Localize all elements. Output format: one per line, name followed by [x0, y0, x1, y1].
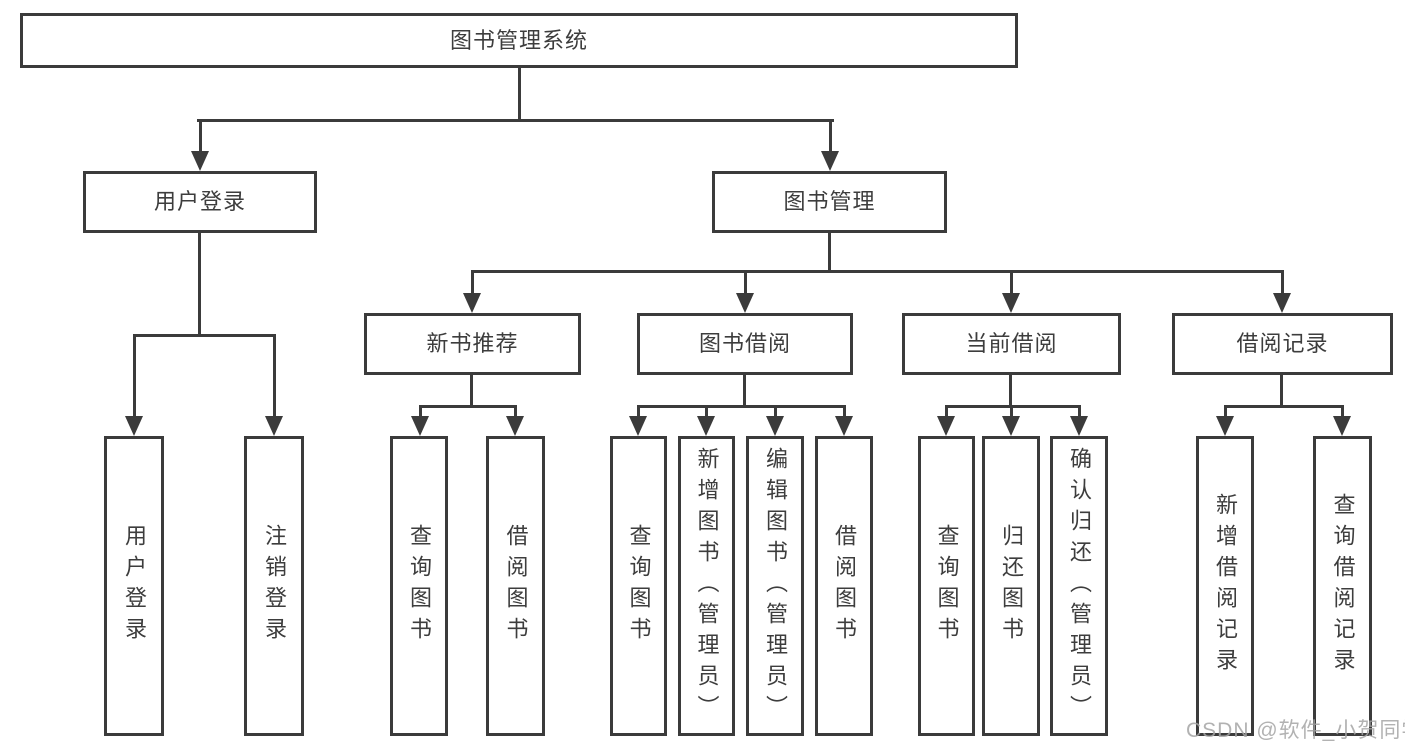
connector-bar-line [946, 405, 1080, 408]
connector-stem-line [1223, 405, 1227, 418]
node-root: 图书管理系统 [20, 13, 1018, 68]
connector-bar-line [419, 405, 517, 408]
connector-stem-line [1340, 405, 1344, 418]
node-user-login-branch-label: 用户登录 [153, 189, 246, 214]
node-book-management-branch-label: 图书管理 [783, 189, 876, 214]
leaf-return-books-label: 归还图书 [999, 524, 1024, 648]
connector-stem-line [470, 270, 474, 295]
arrowhead-down-icon [1002, 293, 1020, 313]
arrowhead-down-icon [821, 151, 839, 171]
arrowhead-down-icon [1002, 416, 1020, 436]
connector-stem-line [513, 405, 517, 418]
arrowhead-down-icon [1273, 293, 1291, 313]
leaf-query-books-2-label: 查询图书 [626, 524, 652, 648]
leaf-borrow-books-2: 借阅图书 [815, 436, 873, 736]
leaf-edit-books-admin-label: 编辑图书（管理员） [763, 446, 788, 726]
connector-drop-line [1279, 375, 1283, 408]
leaf-add-books-admin: 新增图书（管理员） [678, 436, 735, 736]
leaf-edit-books-admin: 编辑图书（管理员） [746, 436, 804, 736]
connector-stem-line [636, 405, 640, 418]
leaf-user-login: 用户登录 [104, 436, 164, 736]
connector-stem-line [418, 405, 422, 418]
connector-stem-line [944, 405, 948, 418]
connector-drop-line [517, 68, 521, 121]
node-book-borrow: 图书借阅 [637, 313, 853, 375]
connector-stem-line [272, 334, 276, 418]
leaf-borrow-books-2-label: 借阅图书 [832, 524, 857, 648]
connector-bar-line [197, 119, 834, 122]
connector-bar-line [1225, 405, 1343, 408]
node-current-borrow: 当前借阅 [902, 313, 1121, 375]
connector-drop-line [827, 233, 831, 273]
leaf-add-borrow-record-label: 新增借阅记录 [1213, 493, 1238, 679]
connector-stem-line [743, 270, 747, 295]
arrowhead-down-icon [835, 416, 853, 436]
connector-stem-line [1009, 270, 1013, 295]
leaf-query-books-1: 查询图书 [390, 436, 448, 736]
arrowhead-down-icon [463, 293, 481, 313]
arrowhead-down-icon [1216, 416, 1234, 436]
leaf-add-books-admin-label: 新增图书（管理员） [694, 446, 720, 726]
leaf-logout-label: 注销登录 [262, 524, 287, 648]
node-new-book-recommend: 新书推荐 [364, 313, 581, 375]
connector-drop-line [742, 375, 746, 408]
arrowhead-down-icon [265, 416, 283, 436]
arrowhead-down-icon [191, 151, 209, 171]
connector-drop-line [197, 233, 201, 337]
csdn-watermark: CSDN @软件_小贺同学 [1186, 719, 1405, 742]
node-user-login-branch: 用户登录 [83, 171, 317, 233]
leaf-confirm-return-admin: 确认归还（管理员） [1050, 436, 1108, 736]
arrowhead-down-icon [1070, 416, 1088, 436]
connector-stem-line [1077, 405, 1081, 418]
connector-stem-line [828, 119, 832, 153]
arrowhead-down-icon [697, 416, 715, 436]
leaf-user-login-label: 用户登录 [122, 524, 147, 648]
node-book-management-branch: 图书管理 [712, 171, 947, 233]
arrowhead-down-icon [125, 416, 143, 436]
arrowhead-down-icon [506, 416, 524, 436]
node-borrow-records: 借阅记录 [1172, 313, 1393, 375]
connector-stem-line [773, 405, 777, 418]
leaf-borrow-books-1-label: 借阅图书 [503, 524, 529, 648]
connector-stem-line [198, 119, 202, 153]
node-borrow-records-label: 借阅记录 [1236, 331, 1329, 356]
connector-bar-line [638, 405, 845, 408]
leaf-query-books-3: 查询图书 [918, 436, 975, 736]
arrowhead-down-icon [1333, 416, 1351, 436]
leaf-query-borrow-record-label: 查询借阅记录 [1330, 493, 1356, 679]
leaf-query-books-1-label: 查询图书 [407, 524, 432, 648]
leaf-add-borrow-record: 新增借阅记录 [1196, 436, 1254, 736]
connector-drop-line [1008, 375, 1012, 408]
arrowhead-down-icon [736, 293, 754, 313]
arrowhead-down-icon [411, 416, 429, 436]
leaf-return-books: 归还图书 [982, 436, 1040, 736]
connector-bar-line [133, 334, 276, 337]
leaf-confirm-return-admin-label: 确认归还（管理员） [1067, 446, 1092, 726]
connector-stem-line [842, 405, 846, 418]
connector-drop-line [469, 375, 473, 408]
arrowhead-down-icon [766, 416, 784, 436]
leaf-logout: 注销登录 [244, 436, 304, 736]
leaf-query-books-2: 查询图书 [610, 436, 667, 736]
arrowhead-down-icon [937, 416, 955, 436]
node-new-book-recommend-label: 新书推荐 [426, 331, 519, 356]
connector-stem-line [1280, 270, 1284, 295]
leaf-borrow-books-1: 借阅图书 [486, 436, 545, 736]
leaf-query-borrow-record: 查询借阅记录 [1313, 436, 1372, 736]
node-root-label: 图书管理系统 [449, 27, 588, 53]
node-current-borrow-label: 当前借阅 [965, 331, 1058, 356]
connector-stem-line [704, 405, 708, 418]
arrowhead-down-icon [629, 416, 647, 436]
leaf-query-books-3-label: 查询图书 [934, 524, 960, 648]
node-book-borrow-label: 图书借阅 [698, 331, 791, 356]
connector-stem-line [132, 334, 136, 418]
connector-stem-line [1009, 405, 1013, 418]
connector-bar-line [471, 270, 1284, 273]
